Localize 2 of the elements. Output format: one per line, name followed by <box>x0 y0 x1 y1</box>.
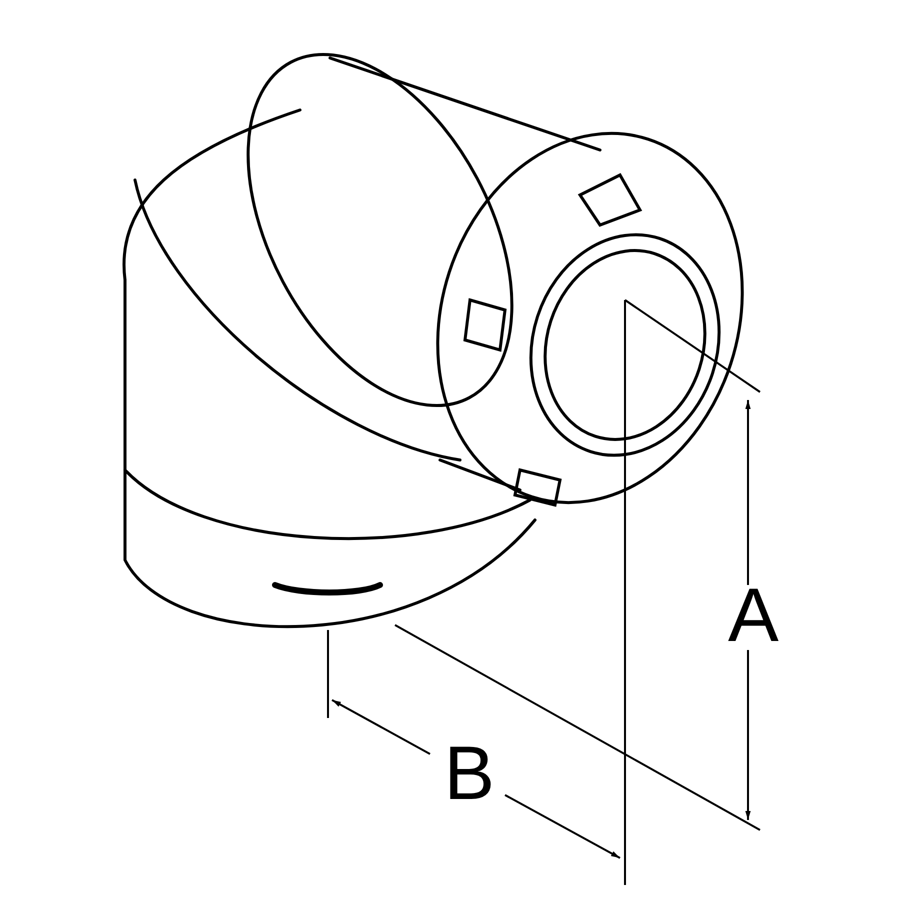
dimension-label: B <box>444 736 495 812</box>
dimension-label: A <box>728 578 779 654</box>
